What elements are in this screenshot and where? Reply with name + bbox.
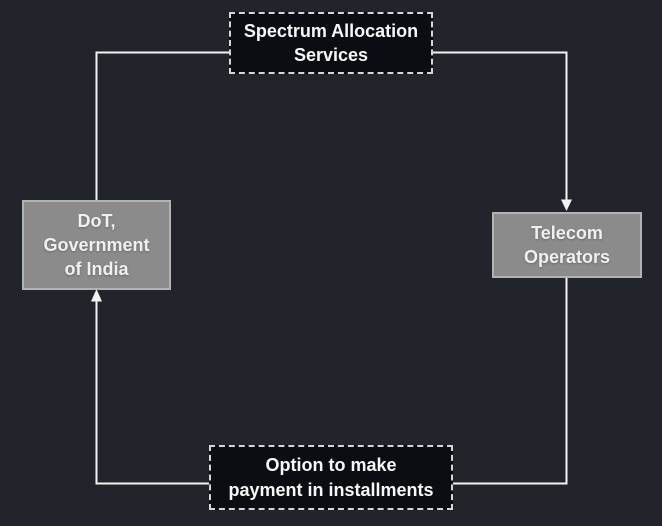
node-label-line: of India [64,259,129,280]
node-spectrum-allocation-services: Spectrum Allocation Services [229,12,433,74]
node-telecom-operators: Telecom Operators [492,212,642,278]
node-label-line: DoT, [77,210,116,231]
node-label-line: Operators [523,247,611,267]
node-label-line: Spectrum Allocation [243,20,419,41]
arrowhead-into-telecom-icon [561,199,572,211]
node-label-line: Services [293,45,369,65]
node-label-line: Telecom [531,222,603,243]
node-dot-government-of-india: DoT, Government of India [22,200,171,290]
node-label-line: Option to make [265,455,397,476]
arrowhead-into-dot-icon [91,289,102,302]
node-label-line: payment in installments [228,479,434,500]
node-payment-installments-option: Option to make payment in installments [209,445,453,510]
node-label-line: Government [43,234,150,255]
connector-dot-to-telecom [95,51,568,201]
